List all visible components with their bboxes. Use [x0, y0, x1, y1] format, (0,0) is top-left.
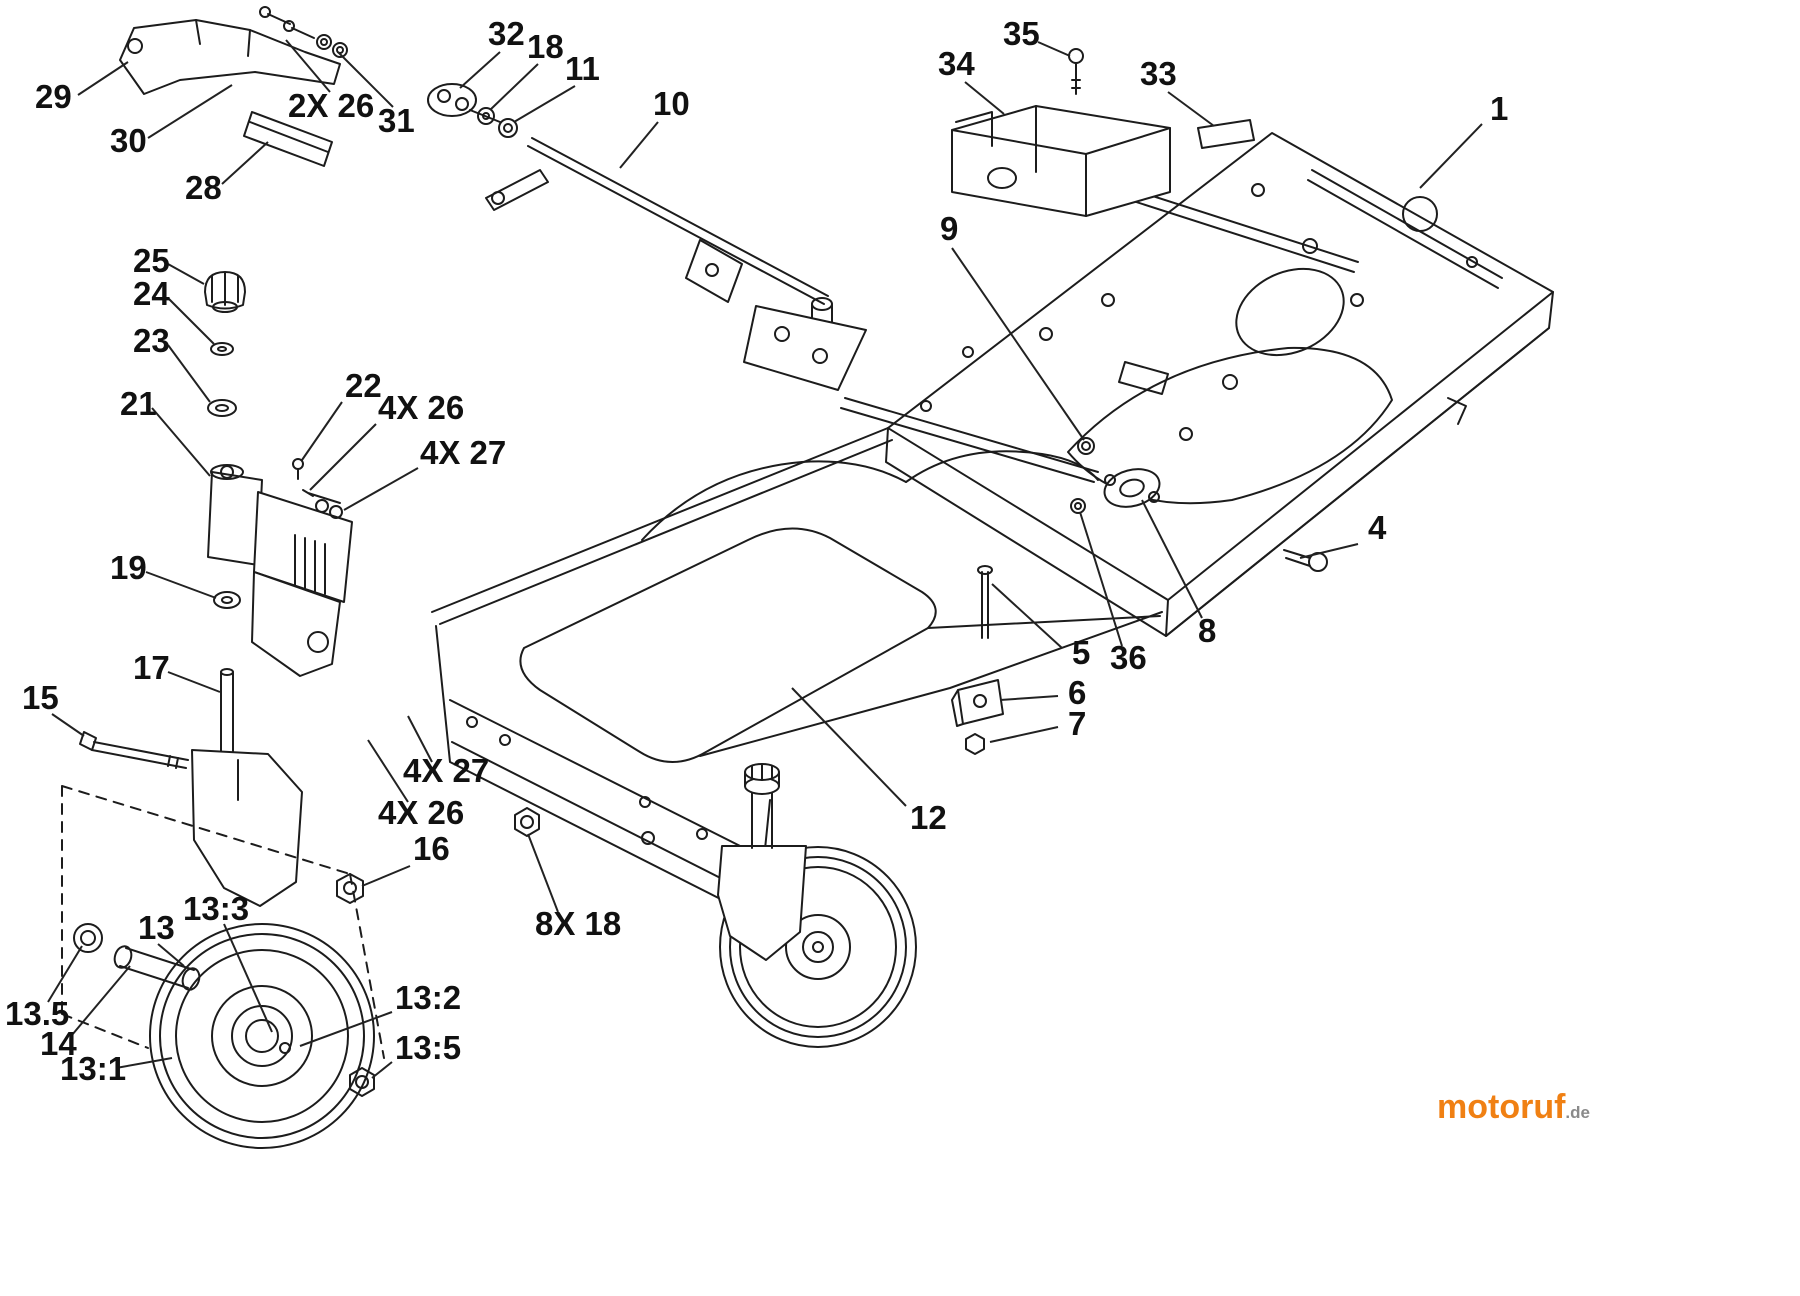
leader-line [964, 81, 1005, 115]
part-label-13: 13 [138, 909, 175, 946]
part-label-13-1: 13:1 [60, 1050, 126, 1087]
part-label-17: 17 [133, 649, 170, 686]
part-label-1: 1 [1490, 90, 1508, 127]
part-label-4x-26: 4X 26 [378, 389, 464, 426]
part-label-24: 24 [133, 275, 170, 312]
leader-line [223, 923, 273, 1033]
leader-line [167, 297, 215, 345]
part-label-10: 10 [653, 85, 690, 122]
part-label-31: 31 [378, 102, 415, 139]
leader-line [309, 423, 377, 491]
leader-line [157, 943, 185, 967]
part-label-30: 30 [110, 122, 147, 159]
brand-logo[interactable]: motoruf.de [1437, 1088, 1590, 1127]
leader-line [285, 39, 331, 93]
part-label-4x-27: 4X 27 [403, 752, 489, 789]
part-label-14: 14 [40, 1025, 77, 1062]
part-label-5: 5 [1072, 634, 1090, 671]
part-label-4x-27: 4X 27 [420, 434, 506, 471]
part-label-21: 21 [120, 385, 157, 422]
leader-line [361, 865, 411, 887]
part-label-13-3: 13:3 [183, 890, 249, 927]
part-label-18: 18 [527, 28, 564, 65]
leader-line [513, 85, 576, 123]
leader-line [167, 671, 221, 693]
leader-line [167, 344, 211, 403]
part-label-34: 34 [938, 45, 975, 82]
leader-line [301, 401, 343, 461]
leader-line [337, 51, 394, 108]
part-label-7: 7 [1068, 705, 1086, 742]
part-label-22: 22 [345, 367, 382, 404]
leader-line [407, 715, 433, 763]
part-label-29: 29 [35, 78, 72, 115]
part-label-19: 19 [110, 549, 147, 586]
leader-line [999, 695, 1059, 701]
part-label-33: 33 [1140, 55, 1177, 92]
leader-line [115, 1057, 173, 1069]
leader-line [991, 583, 1063, 649]
leader-line [791, 687, 907, 807]
part-label-15: 15 [22, 679, 59, 716]
brand-name[interactable]: motoruf [1437, 1088, 1566, 1126]
leader-line [951, 247, 1085, 441]
part-label-23: 23 [133, 322, 170, 359]
leader-line [47, 945, 83, 1003]
leader-line [1037, 41, 1071, 57]
part-label-36: 36 [1110, 639, 1147, 676]
leader-line [489, 63, 539, 111]
part-label-2x-26: 2X 26 [288, 87, 374, 124]
part-label-32: 32 [488, 15, 525, 52]
leader-line [1419, 123, 1483, 189]
part-label-35: 35 [1003, 15, 1040, 52]
leader-line [367, 739, 409, 803]
diagram-artwork [61, 6, 1554, 1149]
part-label-4x-26: 4X 26 [378, 794, 464, 831]
leader-line [51, 713, 85, 737]
part-label-8x-18: 8X 18 [535, 905, 621, 942]
part-label-9: 9 [940, 210, 958, 247]
leader-line [1167, 91, 1215, 127]
leader-line [221, 141, 269, 185]
brand-tld[interactable]: .de [1565, 1103, 1590, 1122]
part-label-13-5: 13.5 [5, 995, 69, 1032]
leader-line [299, 1011, 393, 1047]
leader-line [147, 84, 233, 139]
leader-line [343, 467, 419, 511]
part-label-11: 11 [565, 50, 600, 87]
part-label-16: 16 [413, 830, 450, 867]
leader-line [167, 263, 205, 285]
leader-line [145, 571, 217, 599]
leader-line [1079, 511, 1123, 647]
leader-line [459, 51, 501, 89]
leader-line [989, 726, 1059, 743]
part-label-13-2: 13:2 [395, 979, 461, 1016]
leader-line [527, 833, 559, 913]
leader-line [1141, 499, 1203, 619]
part-label-8: 8 [1198, 612, 1216, 649]
part-label-25: 25 [133, 242, 170, 279]
leader-line [71, 965, 131, 1036]
leader-line [151, 407, 211, 477]
part-label-28: 28 [185, 169, 222, 206]
part-label-6: 6 [1068, 674, 1086, 711]
leader-line [371, 1061, 393, 1079]
leader-line [77, 61, 129, 96]
leader-line [1299, 543, 1359, 559]
part-label-12: 12 [910, 799, 947, 836]
leader-line [619, 121, 659, 169]
part-label-13-5: 13:5 [395, 1029, 461, 1066]
part-label-4: 4 [1368, 509, 1387, 546]
